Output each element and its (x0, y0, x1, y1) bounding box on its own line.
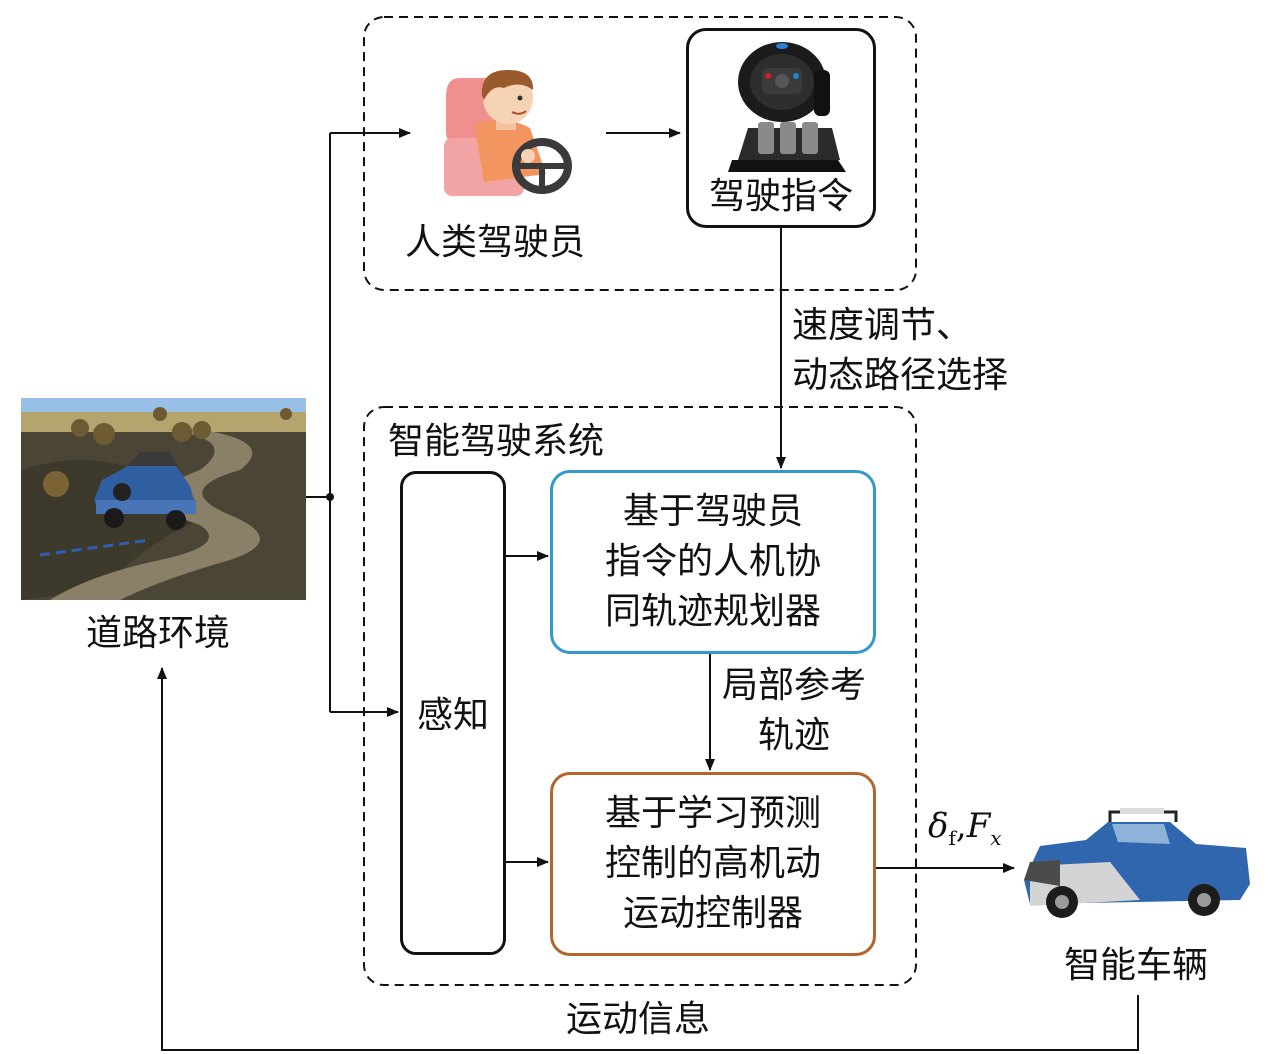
planner-label-line2: 指令的人机协 (604, 541, 821, 582)
feedback-loop-line (157, 667, 1139, 1051)
controller-label-line1: 基于学习预测 (604, 793, 821, 834)
perception-box: 感知 (400, 471, 506, 955)
delta-symbol: δ (928, 806, 949, 846)
planner-label-line1: 基于驾驶员 (622, 491, 803, 532)
control-output-label: δf,Fx (928, 806, 1002, 858)
planner-label-line3: 同轨迹规划器 (604, 591, 821, 632)
command-edge-label-line1: 速度调节、 (792, 305, 973, 346)
controller-box: 基于学习预测 控制的高机动 运动控制器 (550, 772, 876, 956)
pedals-icon (728, 122, 846, 172)
road-environment-label: 道路环境 (86, 613, 231, 654)
delta-subscript: f (948, 826, 956, 850)
vehicle-label: 智能车辆 (1064, 945, 1209, 986)
controller-label-line3: 运动控制器 (622, 893, 803, 934)
road-environment-image (21, 398, 306, 600)
force-subscript: x (990, 826, 1002, 850)
planner-edge-label-line1: 局部参考 (722, 665, 867, 706)
steering-wheel-icon (738, 42, 830, 122)
system-group-border (363, 406, 917, 986)
human-driver-icon (444, 70, 572, 196)
planner-box: 基于驾驶员 指令的人机协 同轨迹规划器 (550, 470, 876, 654)
system-title: 智能驾驶系统 (388, 421, 605, 462)
human-group-border (363, 16, 917, 291)
perception-label: 感知 (416, 695, 489, 736)
planner-edge-label-line2: 轨迹 (758, 715, 831, 756)
output-separator: , (955, 806, 967, 846)
controller-label-line2: 控制的高机动 (604, 843, 821, 884)
human-driver-label: 人类驾驶员 (405, 222, 586, 263)
driving-command-box: 驾驶指令 (686, 28, 876, 228)
force-symbol: F (966, 806, 991, 846)
driving-command-label: 驾驶指令 (708, 176, 853, 217)
command-edge-label-line2: 动态路径选择 (792, 355, 1009, 396)
feedback-label: 运动信息 (566, 999, 711, 1040)
intelligent-vehicle-image (1024, 808, 1250, 918)
